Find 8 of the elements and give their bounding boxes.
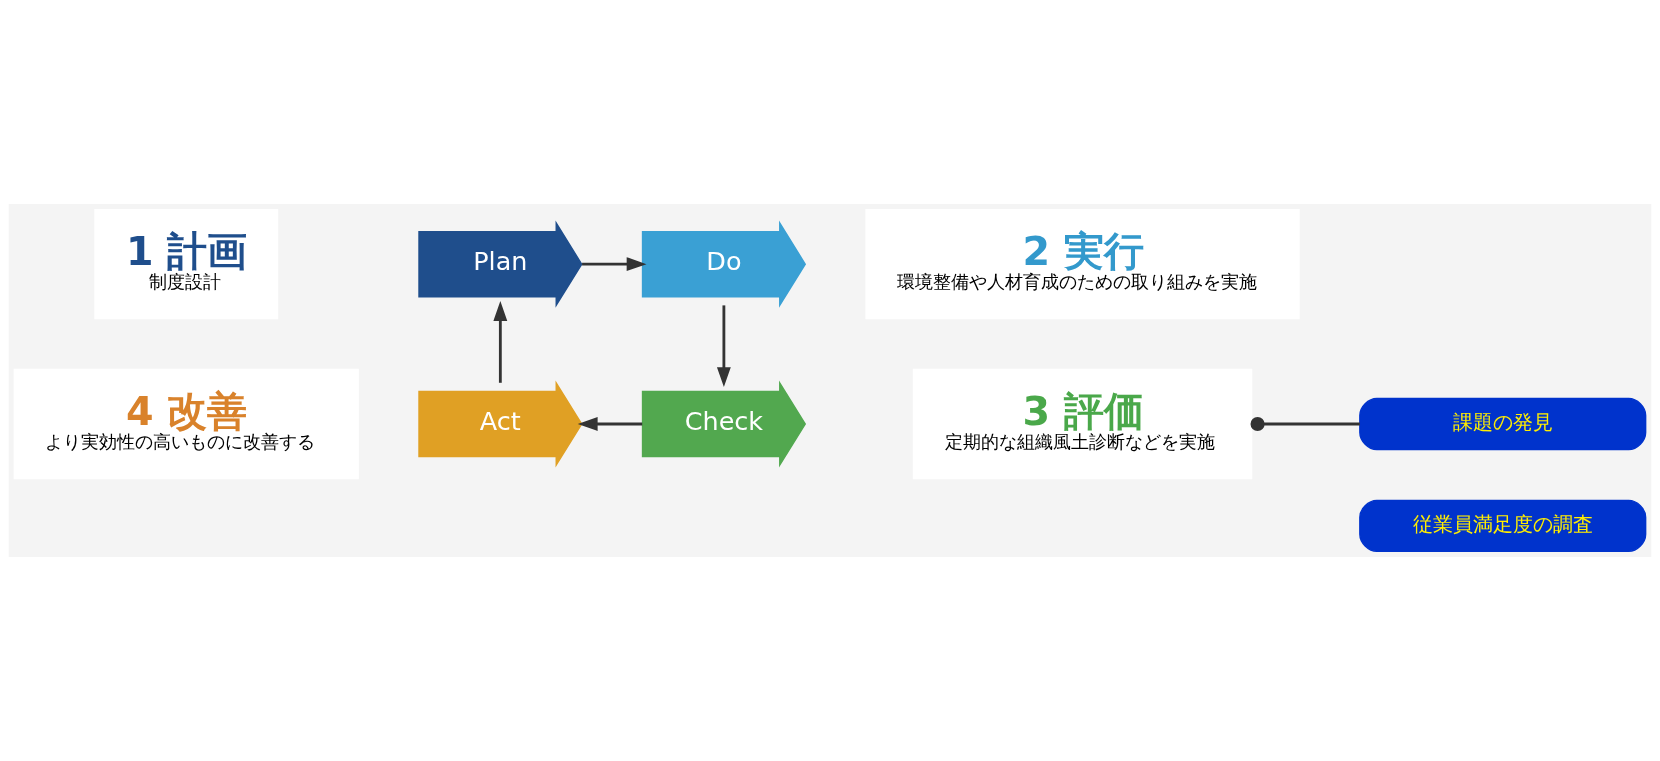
arrow	[582, 257, 647, 272]
connector	[1250, 416, 1360, 432]
arrow	[493, 301, 508, 383]
node-box: 従業員満足度の調査	[1359, 499, 1647, 553]
arrow	[716, 305, 731, 388]
arrow	[577, 417, 643, 431]
node-box: 3 評価 定期的な組織風土診断などを実施	[912, 368, 1253, 480]
node-box: 課題の発見	[1359, 397, 1647, 451]
